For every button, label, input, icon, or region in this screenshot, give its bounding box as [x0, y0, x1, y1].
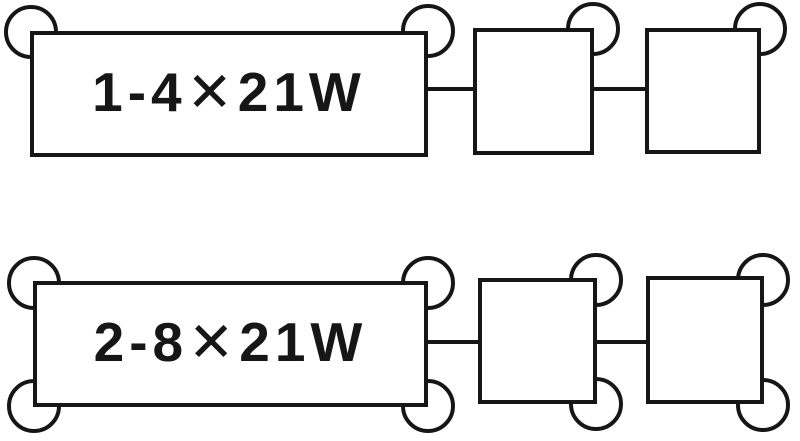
socket-box — [473, 28, 594, 155]
relay-label: 2-8✕21W — [93, 311, 368, 373]
socket-box — [478, 278, 597, 404]
socket-box — [646, 276, 764, 404]
relay-box: 2-8✕21W — [33, 281, 428, 407]
relay-box: 1-4✕21W — [30, 31, 428, 157]
relay-label: 1-4✕21W — [92, 61, 366, 123]
wire — [595, 340, 647, 344]
wire — [592, 87, 646, 91]
socket-box — [645, 28, 761, 154]
wire — [426, 340, 479, 344]
wire — [426, 87, 474, 91]
